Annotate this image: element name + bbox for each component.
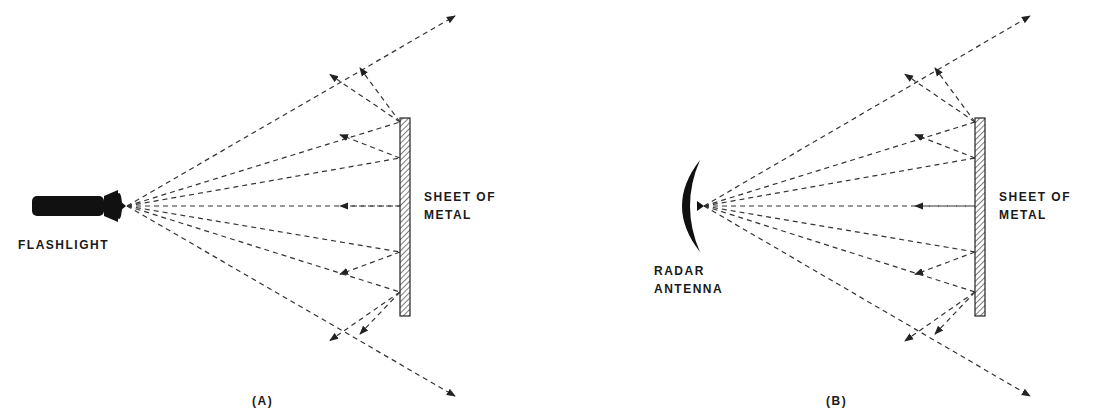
ray bbox=[330, 75, 400, 122]
ray bbox=[340, 252, 400, 274]
ray bbox=[340, 135, 400, 158]
device-label: RADAR ANTENNA bbox=[654, 262, 723, 298]
ray bbox=[127, 206, 400, 252]
ray bbox=[704, 16, 1030, 206]
panel-label: (B) bbox=[826, 392, 847, 410]
ray bbox=[340, 205, 400, 206]
ray bbox=[915, 205, 975, 206]
ray bbox=[905, 74, 975, 122]
ray bbox=[915, 135, 975, 158]
metal-sheet bbox=[975, 118, 985, 316]
ray bbox=[704, 122, 975, 206]
ray bbox=[704, 205, 975, 206]
ray bbox=[915, 252, 975, 274]
ray-lines bbox=[127, 16, 1030, 396]
radar-antenna bbox=[682, 160, 704, 252]
ray bbox=[360, 68, 400, 122]
ray bbox=[704, 206, 975, 252]
ray bbox=[127, 206, 400, 292]
part-label: SHEET OF METAL bbox=[999, 188, 1083, 224]
ray bbox=[330, 292, 400, 341]
ray bbox=[704, 158, 975, 206]
ray bbox=[127, 158, 400, 206]
metal-sheet bbox=[400, 118, 410, 316]
panel-label: (A) bbox=[252, 392, 273, 410]
ray bbox=[905, 292, 975, 341]
ray bbox=[127, 206, 455, 396]
part-label: SHEET OF METAL bbox=[424, 188, 508, 224]
ray bbox=[704, 206, 1030, 396]
device-label: FLASHLIGHT bbox=[18, 236, 109, 254]
ray bbox=[127, 122, 400, 206]
ray bbox=[360, 292, 400, 334]
ray bbox=[127, 16, 455, 206]
flashlight bbox=[32, 190, 126, 222]
ray bbox=[704, 206, 975, 292]
ray bbox=[935, 68, 975, 122]
ray bbox=[127, 205, 400, 206]
ray bbox=[935, 292, 975, 334]
